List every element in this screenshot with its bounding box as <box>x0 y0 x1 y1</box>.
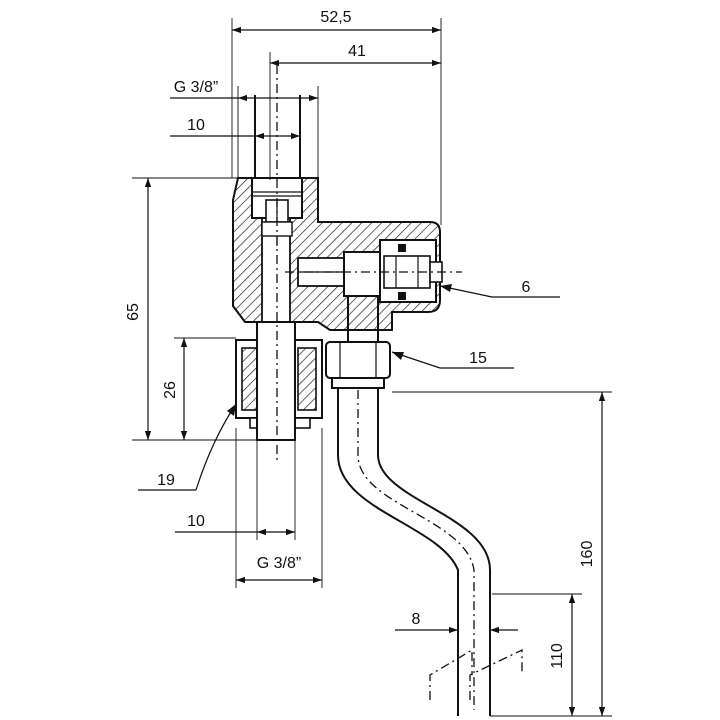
callout-leaders <box>138 284 560 491</box>
dim-41-label: 41 <box>348 43 366 60</box>
callout-6-label: 6 <box>522 279 531 296</box>
dimension-labels: 52,5 41 G 3/8” 10 65 26 10 G 3/8” 160 11… <box>125 9 596 669</box>
break-lines <box>429 648 523 700</box>
dim-110-label: 110 <box>549 643 566 669</box>
dim-tube-bottom-label: 10 <box>187 513 205 530</box>
spout-nut <box>325 341 391 389</box>
dim-thread-bottom-label: G 3/8” <box>257 555 301 572</box>
dim-160-label: 160 <box>579 541 596 568</box>
callout-15-label: 15 <box>469 350 487 367</box>
spout-pipe <box>337 388 491 716</box>
dim-65-label: 65 <box>125 303 142 321</box>
callout-19-label: 19 <box>157 472 175 489</box>
lower-union-nut <box>235 321 323 441</box>
dim-26-label: 26 <box>162 381 179 399</box>
dim-tube-top-label: 10 <box>187 117 205 134</box>
valve-body <box>232 95 443 344</box>
dimension-lines <box>132 18 612 717</box>
dim-52-5-label: 52,5 <box>320 9 351 26</box>
dim-thread-top-label: G 3/8” <box>174 79 218 96</box>
dim-8-label: 8 <box>412 611 421 628</box>
centerlines <box>276 65 462 460</box>
part-callouts: 6 15 19 <box>157 279 530 489</box>
